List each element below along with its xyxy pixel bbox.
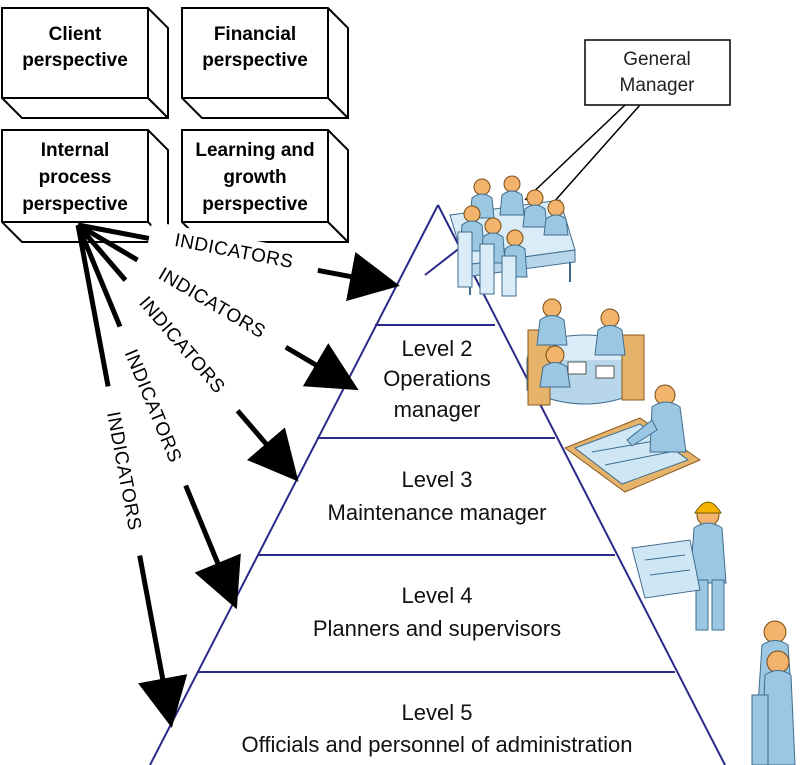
level-5-title: Level 5 — [402, 700, 473, 725]
general-manager-callout: General Manager — [524, 39, 731, 213]
boardroom-meeting-illustration — [449, 175, 576, 297]
level-3-name-line1: Maintenance manager — [328, 500, 547, 525]
perspective-box-financial: Financial perspective — [181, 7, 349, 119]
perspective-box-internal-process: Internal process perspective — [1, 129, 169, 243]
round-table-meeting-illustration — [526, 298, 645, 406]
level-3-title: Level 3 — [402, 467, 473, 492]
level-4-label: Level 4 Planners and supervisors — [313, 583, 561, 641]
box-client-line2: perspective — [22, 50, 128, 71]
general-manager-line1: General — [623, 49, 691, 70]
general-manager-line2: Manager — [620, 75, 696, 96]
level-2-title: Level 2 — [402, 336, 473, 361]
perspective-box-client: Client perspective — [1, 7, 169, 119]
level-2-name-line1: Operations — [383, 366, 491, 391]
level-3-label: Level 3 Maintenance manager — [328, 467, 547, 525]
drafting-table-illustration — [563, 384, 702, 493]
box-client-line1: Client — [49, 24, 102, 45]
box-learning-line1: Learning and — [195, 140, 314, 161]
svg-text:INDICATORS: INDICATORS — [102, 410, 145, 532]
box-financial-line1: Financial — [214, 24, 296, 45]
staff-group-illustration — [751, 620, 796, 765]
level-2-name-line2: manager — [394, 397, 481, 422]
box-internal-line1: Internal — [41, 140, 110, 161]
box-learning-line2: growth — [223, 167, 286, 188]
engineer-with-blueprint-illustration — [631, 501, 727, 631]
pyramid — [149, 204, 726, 765]
box-internal-line3: perspective — [22, 194, 128, 215]
level-5-label: Level 5 Officials and personnel of admin… — [242, 700, 633, 757]
level-4-name-line1: Planners and supervisors — [313, 616, 561, 641]
level-2-label: Level 2 Operations manager — [383, 336, 491, 422]
perspective-box-learning-growth: Learning and growth perspective — [181, 129, 349, 243]
level-4-title: Level 4 — [402, 583, 473, 608]
level-5-name-line1: Officials and personnel of administratio… — [242, 732, 633, 757]
box-internal-line2: process — [39, 167, 112, 188]
box-learning-line3: perspective — [202, 194, 308, 215]
box-financial-line2: perspective — [202, 50, 308, 71]
